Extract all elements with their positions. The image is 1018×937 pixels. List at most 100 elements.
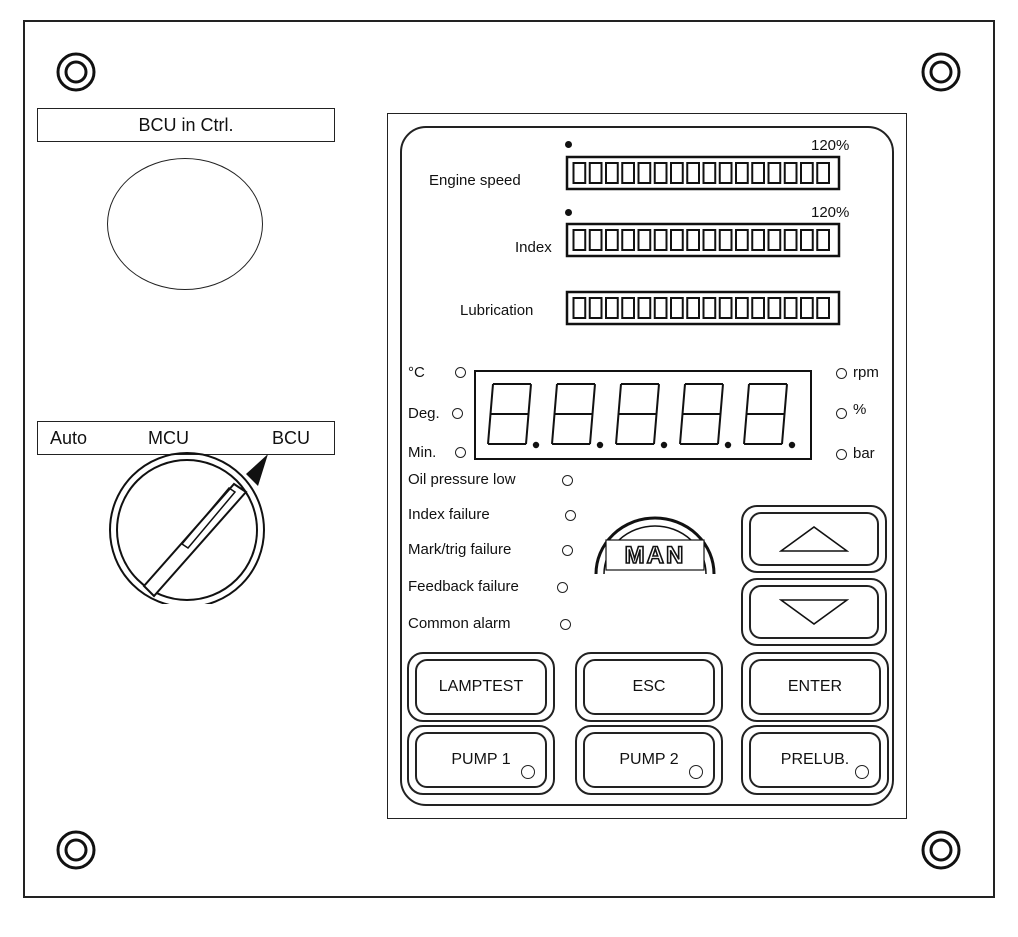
control-label: BCU in Ctrl.	[138, 114, 234, 135]
digit	[551, 383, 596, 445]
bar-segment	[767, 229, 782, 251]
lamptest-button[interactable]: LAMPTEST	[407, 652, 555, 722]
lamptest-label: LAMPTEST	[438, 678, 524, 695]
bar-segment	[686, 229, 700, 251]
control-label-box: BCU in Ctrl.	[37, 108, 335, 142]
display-unit-frame	[387, 113, 907, 819]
alarm-label-common-alarm: Common alarm	[408, 615, 511, 632]
alarm-label-index-failure: Index failure	[408, 506, 490, 523]
pump-2-button[interactable]: PUMP 2	[575, 725, 723, 795]
bar-label-engine-speed: Engine speed	[429, 172, 521, 189]
bar-segment	[767, 297, 782, 319]
prelub-led	[855, 765, 869, 779]
bar-segment	[702, 297, 717, 319]
enter-button[interactable]: ENTER	[741, 652, 889, 722]
up-button[interactable]	[741, 505, 887, 573]
unit-led-percent	[836, 408, 847, 419]
bar-segment	[816, 229, 830, 251]
bar-segment	[718, 229, 733, 251]
alarm-led-feedback-failure	[557, 582, 568, 593]
bar-segment	[572, 162, 587, 184]
bar-segment	[670, 297, 684, 319]
bar-segment	[800, 297, 814, 319]
pump-2-led	[689, 765, 703, 779]
bar-segment	[653, 229, 668, 251]
scale-max-label-1: 120%	[811, 137, 850, 154]
screw-icon-top-left	[56, 52, 96, 92]
prelub-button[interactable]: PRELUB.	[741, 725, 889, 795]
bar-label-lubrication: Lubrication	[460, 302, 534, 319]
unit-led-deg	[452, 408, 463, 419]
bar-segment	[751, 162, 765, 184]
bar-segment	[686, 297, 700, 319]
bar-segment	[783, 162, 798, 184]
bar-segment	[605, 297, 619, 319]
unit-label-min: Min.	[408, 444, 437, 461]
alarm-label-oil-pressure-low: Oil pressure low	[408, 471, 516, 488]
bar-label-index: Index	[515, 239, 552, 256]
digit	[743, 383, 788, 445]
pump-1-led	[521, 765, 535, 779]
digit	[487, 383, 532, 445]
alarm-led-common-alarm	[560, 619, 571, 630]
arrow-down-icon	[779, 599, 849, 625]
bar-segment	[718, 162, 733, 184]
logo-text: MAN	[625, 542, 686, 569]
alarm-led-oil-pressure-low	[562, 475, 573, 486]
display-unit-bezel	[400, 126, 894, 806]
screw-icon-bottom-left	[56, 830, 96, 870]
unit-led-celsius	[455, 367, 466, 378]
decimal-point	[532, 441, 540, 449]
mode-selector-switch[interactable]	[100, 452, 280, 604]
scale-start-marker	[565, 209, 572, 216]
screw-icon-bottom-right	[921, 830, 961, 870]
prelub-label: PRELUB.	[780, 751, 850, 768]
bar-segment	[637, 162, 652, 184]
alarm-label-mark-trig-failure: Mark/trig failure	[408, 541, 512, 558]
bar-segment	[621, 229, 635, 251]
lubrication-bar-graph	[564, 290, 844, 328]
bar-segment	[751, 229, 765, 251]
bar-segment	[621, 162, 635, 184]
bar-segment	[751, 297, 765, 319]
screw-icon-top-right	[921, 52, 961, 92]
scale-max-label-2: 120%	[811, 204, 850, 221]
bar-segment	[816, 297, 830, 319]
digit	[679, 383, 724, 445]
alarm-led-mark-trig-failure	[562, 545, 573, 556]
esc-label: ESC	[632, 678, 666, 695]
unit-led-rpm	[836, 368, 847, 379]
pump-1-label: PUMP 1	[451, 751, 511, 768]
bar-segment	[670, 229, 684, 251]
index-bar-graph	[564, 222, 844, 260]
decimal-point	[596, 441, 604, 449]
esc-button[interactable]: ESC	[575, 652, 723, 722]
unit-label-bar: bar	[853, 445, 875, 462]
bar-segment	[735, 297, 749, 319]
unit-label-celsius: °C	[408, 364, 425, 381]
bar-segment	[702, 229, 717, 251]
unit-led-bar	[836, 449, 847, 460]
decimal-point	[788, 441, 796, 449]
bar-segment	[588, 162, 603, 184]
pump-1-button[interactable]: PUMP 1	[407, 725, 555, 795]
bar-segment	[800, 229, 814, 251]
bar-segment	[670, 162, 684, 184]
control-indicator-lamp[interactable]	[107, 158, 263, 290]
pump-2-label: PUMP 2	[619, 751, 679, 768]
bar-segment	[572, 229, 587, 251]
bar-segment	[783, 297, 798, 319]
bar-segment	[572, 297, 587, 319]
down-button[interactable]	[741, 578, 887, 646]
bar-segment	[800, 162, 814, 184]
bar-segment	[605, 162, 619, 184]
bar-segment	[735, 229, 749, 251]
control-panel-frame	[23, 20, 995, 898]
decimal-point	[724, 441, 732, 449]
unit-led-min	[455, 447, 466, 458]
bar-segment	[637, 297, 652, 319]
selector-position-auto: Auto	[50, 428, 88, 448]
bar-segment	[637, 229, 652, 251]
unit-label-deg: Deg.	[408, 405, 440, 422]
bar-segment	[783, 229, 798, 251]
